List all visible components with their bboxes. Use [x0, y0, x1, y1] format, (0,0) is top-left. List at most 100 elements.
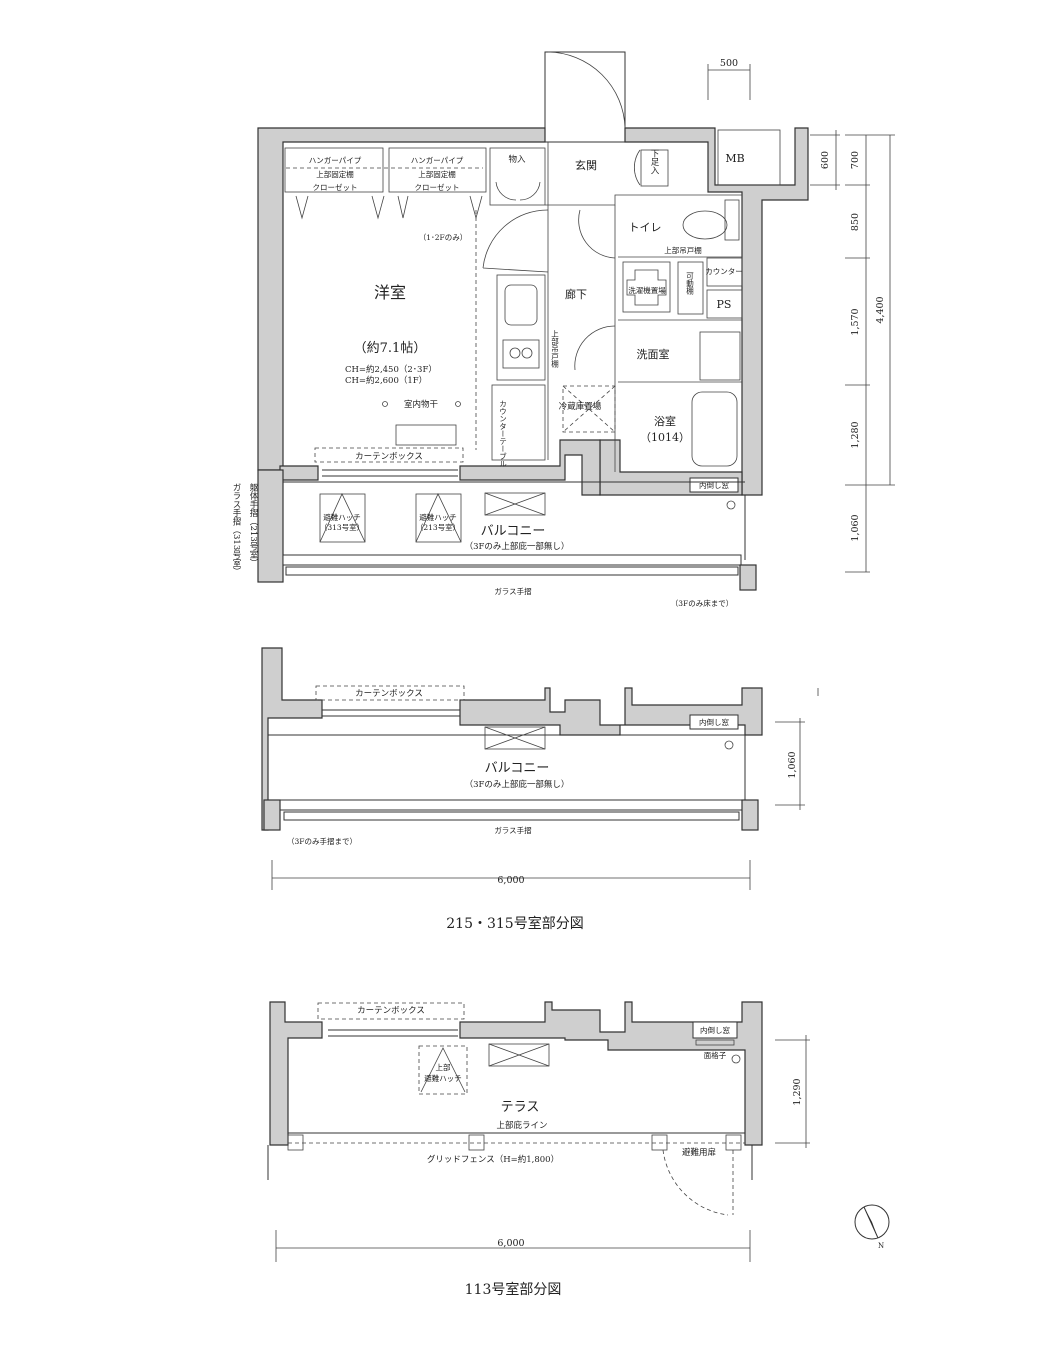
glass-rail [283, 811, 740, 821]
wash-basin [699, 331, 741, 381]
dim-1570: 1,570 [850, 308, 861, 335]
escape-hatch-213 [415, 493, 462, 543]
label-balcony-note: （3Fのみ上部庇一部無し） [465, 541, 570, 552]
toilet-bowl [682, 210, 728, 240]
storage-doors [495, 181, 541, 201]
dim-line [271, 860, 751, 890]
label-washer-space: 洗濯機置場 [628, 285, 666, 295]
label-balcony: バルコニー [481, 524, 546, 539]
label-side-rail: 躯体手摺（213号室） [248, 482, 258, 567]
label-inner-window: 内倒し窓 [700, 1025, 730, 1035]
label-hatch: （313号室） [320, 522, 364, 532]
dim-1290: 1,290 [792, 1078, 803, 1105]
fridge-cross [562, 385, 616, 433]
label-hatch: 避難ハッチ [323, 512, 361, 522]
inner-window [689, 714, 739, 730]
label-hanger-pipe: ハンガーパイプ [309, 155, 362, 165]
washroom-door-swing [574, 325, 616, 371]
label-glass-rail: ガラス手摺 [494, 586, 531, 596]
ac-unit [484, 492, 546, 516]
wall [269, 1001, 323, 1146]
washer-pan [626, 269, 667, 306]
room-door-swing [482, 209, 549, 273]
label-balcony: バルコニー [485, 761, 550, 776]
mb-box [717, 129, 781, 186]
kitchen [496, 274, 546, 381]
label-entrance: 玄関 [575, 158, 597, 172]
floor-heater [395, 424, 457, 446]
north-arrow-icon: N [854, 1204, 890, 1250]
partition [545, 194, 742, 206]
burner [509, 347, 521, 359]
hatch-mark [415, 493, 462, 543]
label-rail-note: （3Fのみ手摺まで） [287, 836, 357, 846]
sink [504, 284, 538, 326]
label-storage: 物入 [508, 154, 526, 165]
toilet-door-swing [578, 209, 616, 259]
escape-hatch-313 [319, 493, 366, 543]
closet-2 [388, 147, 487, 193]
fence-post [725, 1134, 742, 1151]
drying-hook [382, 401, 388, 407]
label-curtain-box: カーテンボックス [355, 689, 423, 699]
rail-post [739, 564, 757, 591]
label-curtain-box: カーテンボックス [355, 452, 423, 462]
dim-line [275, 1230, 751, 1262]
drying-hook [455, 401, 461, 407]
dim-1060: 1,060 [850, 514, 861, 541]
storage-box [489, 147, 546, 206]
curtain-box [314, 447, 464, 463]
label-closet: クローゼット [415, 182, 460, 192]
label-terrace: テラス [501, 1100, 540, 1115]
dim-6000: 6,000 [497, 875, 524, 886]
escape-door-swing [662, 1149, 734, 1216]
label-upper-cabinet: 上部吊戸棚 [664, 245, 702, 255]
label-shelf: 上部固定棚 [418, 169, 456, 179]
ac-unit-cross [488, 1043, 550, 1067]
fence-post [287, 1134, 304, 1151]
glass-rail-top [279, 799, 743, 811]
label-toilet: トイレ [629, 221, 662, 234]
dimension-lines [707, 64, 895, 573]
label-glass-rail: ガラス手摺 [494, 825, 531, 835]
label-grille: 面格子 [704, 1050, 727, 1060]
label-bathroom-size: （1014） [640, 431, 690, 444]
counter [706, 257, 743, 287]
plan-title: 215・315号室部分図 [446, 915, 583, 932]
balcony-wall-mid [279, 465, 319, 481]
label-hatch: （213号室） [416, 522, 460, 532]
dim-700: 700 [850, 151, 861, 169]
dim-500: 500 [720, 58, 738, 69]
label-mb: MB [725, 152, 744, 165]
entrance-inner-door [634, 149, 641, 186]
bathtub [691, 391, 738, 467]
drain-icon [724, 740, 734, 750]
label-inner-window: 内倒し窓 [699, 480, 729, 490]
balcony-side-wall [257, 469, 284, 583]
washer-space [622, 261, 671, 313]
dim-1060: 1,060 [787, 751, 798, 778]
label-hatch: 避難ハッチ [424, 1073, 462, 1083]
dim-line [775, 688, 819, 810]
movable-shelf [677, 261, 704, 315]
fence-post [651, 1134, 668, 1151]
label-bathroom: 浴室 [654, 414, 676, 428]
toilet-tank [724, 199, 740, 241]
label-fridge-space: 冷蔵庫置場 [559, 401, 602, 412]
balcony-wall-mid2 [459, 439, 601, 496]
label-ceiling-height: CH=約2,600（1F） [345, 375, 427, 386]
entrance-door-swing [547, 51, 626, 129]
label-movable-shelf: 可動棚 [685, 272, 694, 296]
closet-1 [284, 147, 384, 193]
shoe-box [640, 149, 669, 187]
dim-600: 600 [820, 151, 831, 169]
upper-escape-hatch [418, 1045, 468, 1095]
drain-icon [726, 500, 736, 510]
curtain-box [317, 1002, 465, 1020]
label-balcony-note: （3Fのみ上部庇一部無し） [465, 779, 570, 790]
ac-unit-cross [484, 726, 546, 750]
ps [706, 289, 743, 319]
label-eave-line: 上部庇ライン [496, 1120, 547, 1131]
wall [459, 1001, 763, 1146]
